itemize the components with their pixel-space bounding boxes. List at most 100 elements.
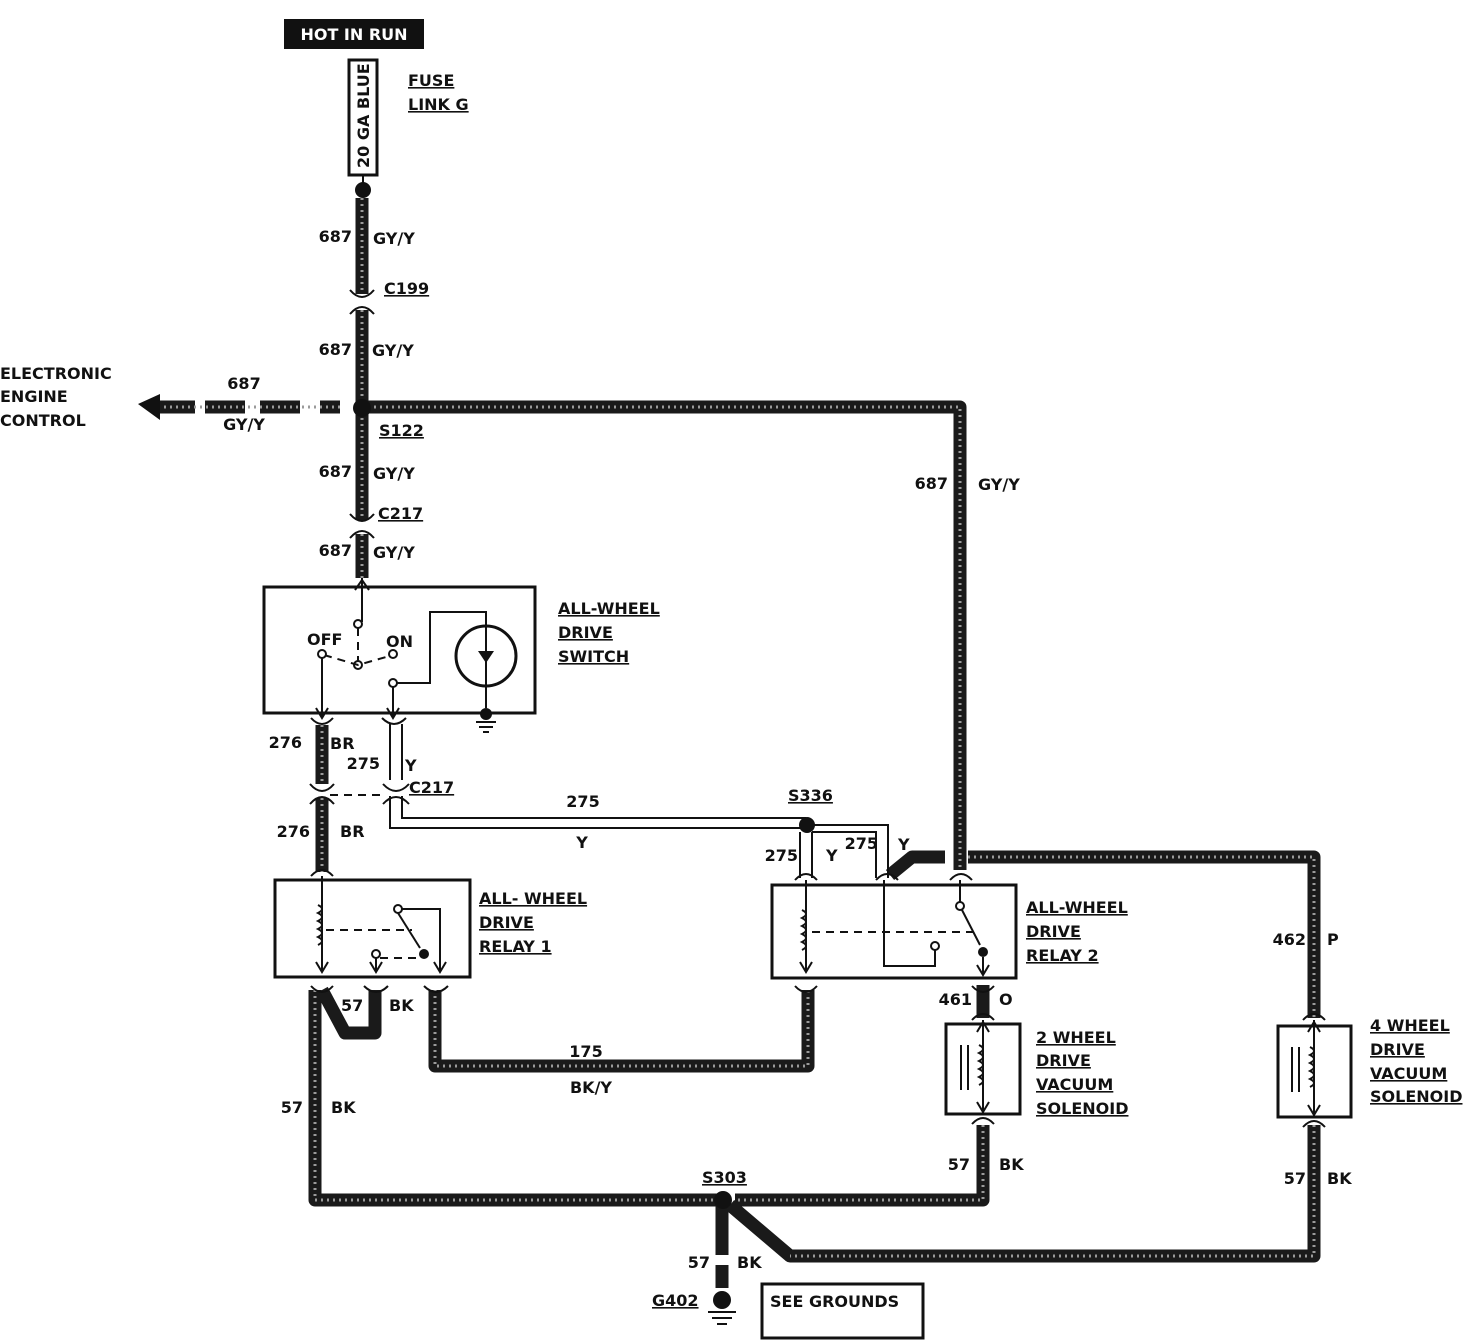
wire-color: GY/Y (373, 543, 415, 562)
wire-label: 57 (1284, 1169, 1306, 1188)
wire-label: 275 (566, 792, 599, 811)
wire-color: BK (331, 1098, 356, 1117)
wire-57-2wd (735, 1125, 990, 1207)
switch-label-1: ALL-WHEEL (558, 599, 660, 618)
wire-color: GY/Y (978, 475, 1020, 494)
switch-off-label: OFF (307, 630, 342, 649)
wire-color: BK (999, 1155, 1024, 1174)
relay1-label-1: ALL- WHEEL (479, 889, 587, 908)
wire-color: GY/Y (372, 341, 414, 360)
splice-s336 (799, 817, 815, 833)
see-grounds-label: SEE GROUNDS (770, 1292, 899, 1311)
connector-c217 (349, 513, 375, 539)
wires (160, 198, 1321, 1288)
wire-label: 687 (319, 227, 352, 246)
wire-color: Y (897, 835, 910, 854)
relay1-label-2: DRIVE (479, 913, 534, 932)
wire-color: Y (575, 833, 588, 852)
wire-color: BK (737, 1253, 762, 1272)
wire-label: 687 (915, 474, 948, 493)
switch-label-3: SWITCH (558, 647, 629, 666)
ground-g402-label: G402 (652, 1291, 699, 1310)
wire-label: 462 (1273, 930, 1306, 949)
wire-label: 687 (227, 374, 260, 393)
hot-in-run-label: HOT IN RUN (300, 25, 407, 44)
sol2wd-label-1: 2 WHEEL (1036, 1028, 1116, 1047)
solenoid-2wd (944, 1013, 1022, 1125)
wire-color: GY/Y (373, 464, 415, 483)
fuse-name-1: FUSE (408, 71, 454, 90)
fuse-terminal (355, 182, 371, 198)
wire-label: 275 (845, 834, 878, 853)
wire-label: 276 (277, 822, 310, 841)
switch-on-label: ON (386, 632, 413, 651)
switch-on-contact (388, 649, 398, 659)
wire-label: 687 (319, 462, 352, 481)
solenoid-4wd (1276, 1013, 1353, 1128)
relay-coil-icon (799, 909, 807, 951)
wire-label: 57 (341, 996, 363, 1015)
sol4wd-label-4: SOLENOID (1370, 1087, 1462, 1106)
eec-line3: CONTROL (0, 411, 86, 430)
relay2-label-2: DRIVE (1026, 922, 1081, 941)
wire-label: 57 (281, 1098, 303, 1117)
connector-c217-label: C217 (378, 504, 423, 523)
fuse-name-2: LINK G (408, 95, 469, 114)
wire-label: 57 (948, 1155, 970, 1174)
relay2-label-1: ALL-WHEEL (1026, 898, 1128, 917)
sol4wd-label-3: VACUUM (1370, 1064, 1447, 1083)
connector-c217b-br (309, 783, 335, 805)
wire-color: BK (1327, 1169, 1352, 1188)
ground-icon (480, 708, 492, 720)
connector-c217b-y (382, 783, 410, 805)
splice-s122-label: S122 (379, 421, 424, 440)
wire-color: O (999, 990, 1013, 1009)
relay1-label-3: RELAY 1 (479, 937, 552, 956)
solenoid-coil-icon (976, 1044, 984, 1086)
wire-label: 276 (269, 733, 302, 752)
wire-label: 687 (319, 340, 352, 359)
fuse-link (347, 58, 379, 177)
wire-color: BK (389, 996, 414, 1015)
awd-relay-2 (770, 873, 1018, 993)
eec-arrow-icon (138, 394, 160, 420)
relay2-label-3: RELAY 2 (1026, 946, 1099, 965)
sol2wd-label-3: VACUUM (1036, 1075, 1113, 1094)
connector-c217b-label: C217 (409, 778, 454, 797)
wire-color: BR (330, 734, 355, 753)
wire-275 (389, 724, 889, 878)
wire-color: BR (340, 822, 365, 841)
eec-line2: ENGINE (0, 387, 68, 406)
connector-c199-label: C199 (384, 279, 429, 298)
wire-57-4wd (725, 1125, 1321, 1263)
wire-color: P (1327, 930, 1339, 949)
eec-line1: ELECTRONIC (0, 364, 112, 383)
sol2wd-label-2: DRIVE (1036, 1051, 1091, 1070)
awd-relay-1 (273, 869, 472, 993)
fuse-rating: 20 GA BLUE (354, 63, 373, 168)
wire-label: 57 (688, 1253, 710, 1272)
sol2wd-label-4: SOLENOID (1036, 1099, 1128, 1118)
wire-label: 461 (939, 990, 972, 1009)
wire-label: 687 (319, 541, 352, 560)
sol4wd-label-2: DRIVE (1370, 1040, 1425, 1059)
wire-175 (428, 990, 815, 1073)
see-grounds-box (760, 1282, 925, 1340)
wire-color: BK/Y (570, 1078, 612, 1097)
ground-g402 (708, 1291, 736, 1325)
connector-c199 (349, 289, 375, 315)
hot-in-run-badge (284, 19, 424, 49)
switch-label-2: DRIVE (558, 623, 613, 642)
sol4wd-label-1: 4 WHEEL (1370, 1016, 1450, 1035)
relay-coil-icon (315, 904, 323, 946)
wire-color: Y (404, 756, 417, 775)
wire-label: 175 (569, 1042, 602, 1061)
wire-57-jumper (316, 986, 382, 1040)
wire-label: 275 (347, 754, 380, 773)
wire-color: Y (825, 846, 838, 865)
wire-y-jumper (885, 850, 945, 881)
splice-s303-label: S303 (702, 1168, 747, 1187)
awd-switch (262, 578, 537, 733)
ground-icon (713, 1291, 731, 1309)
